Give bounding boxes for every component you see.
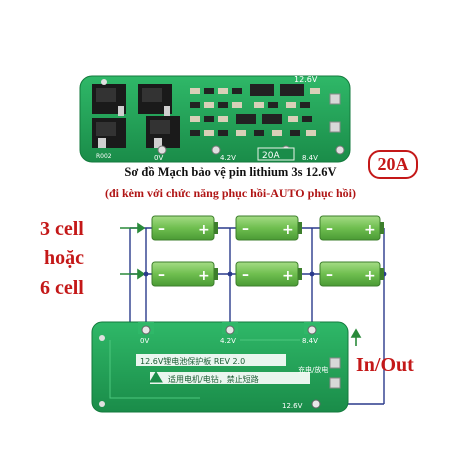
top-voltage-label: 12.6V — [294, 75, 318, 84]
battery-plus-symbol: + — [364, 268, 376, 284]
bottom-board-banner: 12.6V锂电池保护板 REV 2.0 — [140, 356, 245, 366]
top-pad-label-4v: 4.2V — [220, 154, 236, 162]
bottom-pad-label-0v: 0V — [140, 337, 149, 345]
bottom-voltage-label: 12.6V — [282, 402, 303, 410]
input-arrows — [120, 222, 362, 346]
current-rating-badge: 20A — [368, 150, 418, 179]
wiring — [129, 227, 385, 405]
top-board-current-badge: 20A — [262, 151, 280, 161]
battery-top-1 — [151, 215, 218, 241]
bottom-pad-label-8v: 8.4V — [302, 337, 318, 345]
battery-bottom-1 — [151, 261, 218, 287]
battery-plus-symbol: + — [198, 268, 210, 284]
battery-minus-symbol: – — [158, 221, 165, 237]
diagram-title: Sơ đồ Mạch bảo vệ pin lithium 3s 12.6V — [124, 165, 337, 179]
smd-components — [190, 84, 320, 136]
bottom-pad-label-4v: 4.2V — [220, 337, 236, 345]
bottom-charge-label: 充电/放电 — [298, 365, 328, 374]
battery-minus-symbol: – — [242, 267, 249, 283]
diagram-subtitle: (đi kèm với chức năng phục hồi-AUTO phục… — [104, 186, 356, 200]
battery-plus-symbol: + — [282, 268, 294, 284]
top-pcb-board — [79, 75, 351, 163]
top-pad-label-8v: 8.4V — [302, 154, 318, 162]
bottom-pcb-board — [91, 321, 349, 413]
battery-top-3 — [319, 215, 384, 241]
battery-bottom-2 — [235, 261, 302, 287]
junction-dots — [143, 271, 387, 277]
battery-minus-symbol: – — [326, 267, 333, 283]
top-pad-label-0v: 0V — [154, 154, 163, 162]
battery-minus-symbol: – — [326, 221, 333, 237]
battery-plus-symbol: + — [282, 222, 294, 238]
cell-count-label-3: 3 cell — [40, 218, 84, 240]
battery-minus-symbol: – — [242, 221, 249, 237]
battery-top-2 — [235, 215, 302, 241]
battery-bottom-3 — [319, 261, 384, 287]
cell-count-label-or: hoặc — [44, 247, 84, 269]
battery-plus-symbol: + — [198, 222, 210, 238]
cell-count-label-6: 6 cell — [40, 277, 84, 299]
bottom-board-warning: 适用电机/电钻，禁止短路 — [168, 374, 259, 384]
in-out-label: In/Out — [356, 354, 414, 376]
top-part-code: R002 — [96, 153, 112, 160]
battery-plus-symbol: + — [364, 222, 376, 238]
mosfet-group — [92, 84, 180, 148]
battery-minus-symbol: – — [158, 267, 165, 283]
